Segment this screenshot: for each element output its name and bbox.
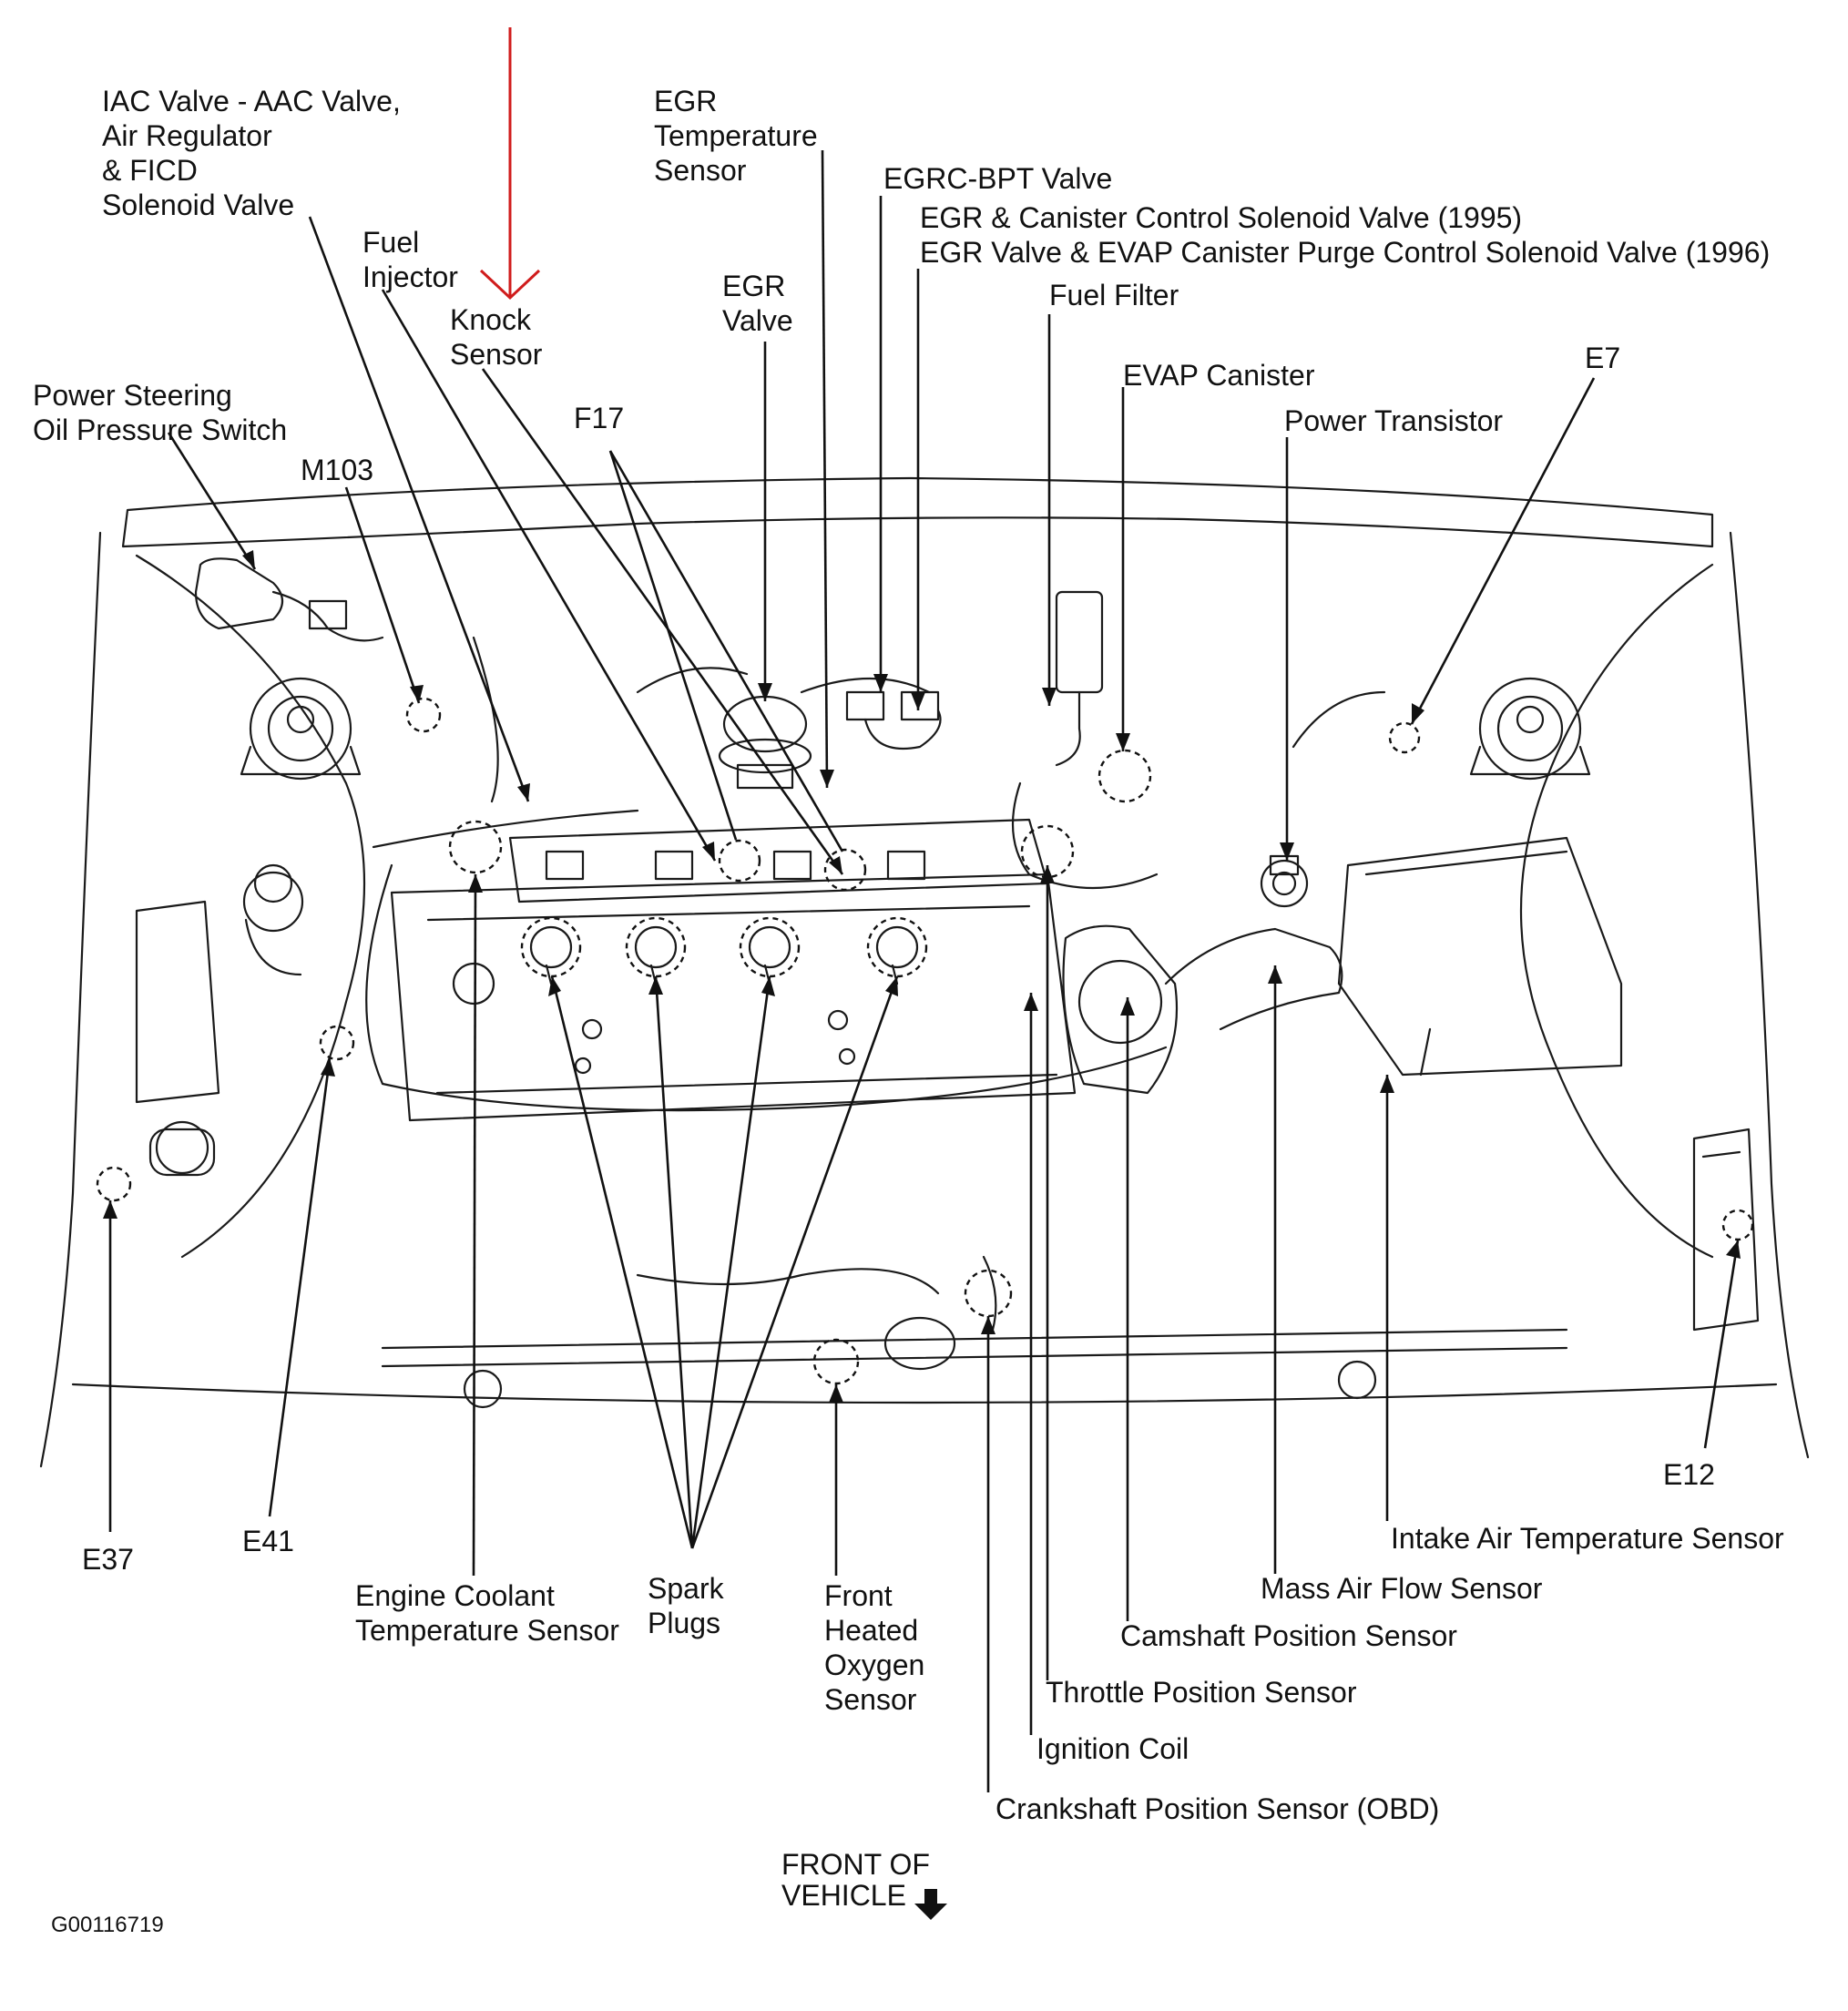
label-crankshaft-position-sensor: Crankshaft Position Sensor (OBD) bbox=[995, 1792, 1440, 1825]
intake-duct-drawing bbox=[1164, 927, 1343, 1031]
throttle-body-drawing bbox=[1062, 924, 1179, 1095]
air-cleaner-drawing bbox=[1260, 836, 1623, 1077]
relay-box-drawing bbox=[1692, 1128, 1760, 1332]
label-evap-canister: EVAP Canister bbox=[1123, 359, 1315, 392]
leader-arrowheads bbox=[103, 550, 1741, 1403]
label-e41: E41 bbox=[242, 1525, 294, 1557]
label-ignition-coil: Ignition Coil bbox=[1036, 1732, 1189, 1765]
label-e7: E7 bbox=[1585, 342, 1621, 374]
red-indicator-arrow bbox=[479, 27, 541, 301]
label-f17: F17 bbox=[574, 402, 625, 434]
reservoir-drawing bbox=[242, 863, 304, 976]
label-mass-air-flow-sensor: Mass Air Flow Sensor bbox=[1261, 1572, 1543, 1605]
label-m103: M103 bbox=[301, 454, 374, 486]
label-camshaft-position-sensor: Camshaft Position Sensor bbox=[1120, 1619, 1457, 1652]
engine-block-drawing bbox=[390, 818, 1077, 1122]
label-throttle-position-sensor: Throttle Position Sensor bbox=[1046, 1676, 1357, 1709]
hoses-drawing bbox=[365, 636, 1386, 1332]
label-iac-valve: IAC Valve - AAC Valve,Air Regulator& FIC… bbox=[102, 85, 401, 221]
solenoid-valves-drawing bbox=[845, 690, 942, 750]
fuel-filter-drawing bbox=[1055, 590, 1104, 767]
leader-lines bbox=[108, 149, 1740, 1792]
label-e37: E37 bbox=[82, 1543, 134, 1576]
fuse-box-drawing bbox=[135, 900, 220, 1177]
label-power-transistor: Power Transistor bbox=[1284, 404, 1504, 437]
right-strut-tower bbox=[1469, 677, 1591, 781]
label-e12: E12 bbox=[1663, 1458, 1715, 1491]
label-egrc-bpt-valve: EGRC-BPT Valve bbox=[883, 162, 1113, 195]
connector-locations bbox=[96, 697, 1754, 1385]
front-arrow-icon bbox=[914, 1889, 947, 1920]
egr-valve-drawing bbox=[636, 667, 931, 790]
figure-id: G00116719 bbox=[51, 1913, 164, 1937]
label-egr-canister-solenoid: EGR & Canister Control Solenoid Valve (1… bbox=[920, 201, 1771, 269]
radiator-drawing bbox=[381, 1316, 1568, 1409]
left-strut-tower bbox=[240, 677, 362, 781]
label-intake-air-temperature-sensor: Intake Air Temperature Sensor bbox=[1391, 1522, 1784, 1555]
label-fuel-filter: Fuel Filter bbox=[1049, 279, 1179, 311]
ps-switch-drawing bbox=[194, 557, 384, 642]
body-outline bbox=[39, 476, 1810, 1468]
